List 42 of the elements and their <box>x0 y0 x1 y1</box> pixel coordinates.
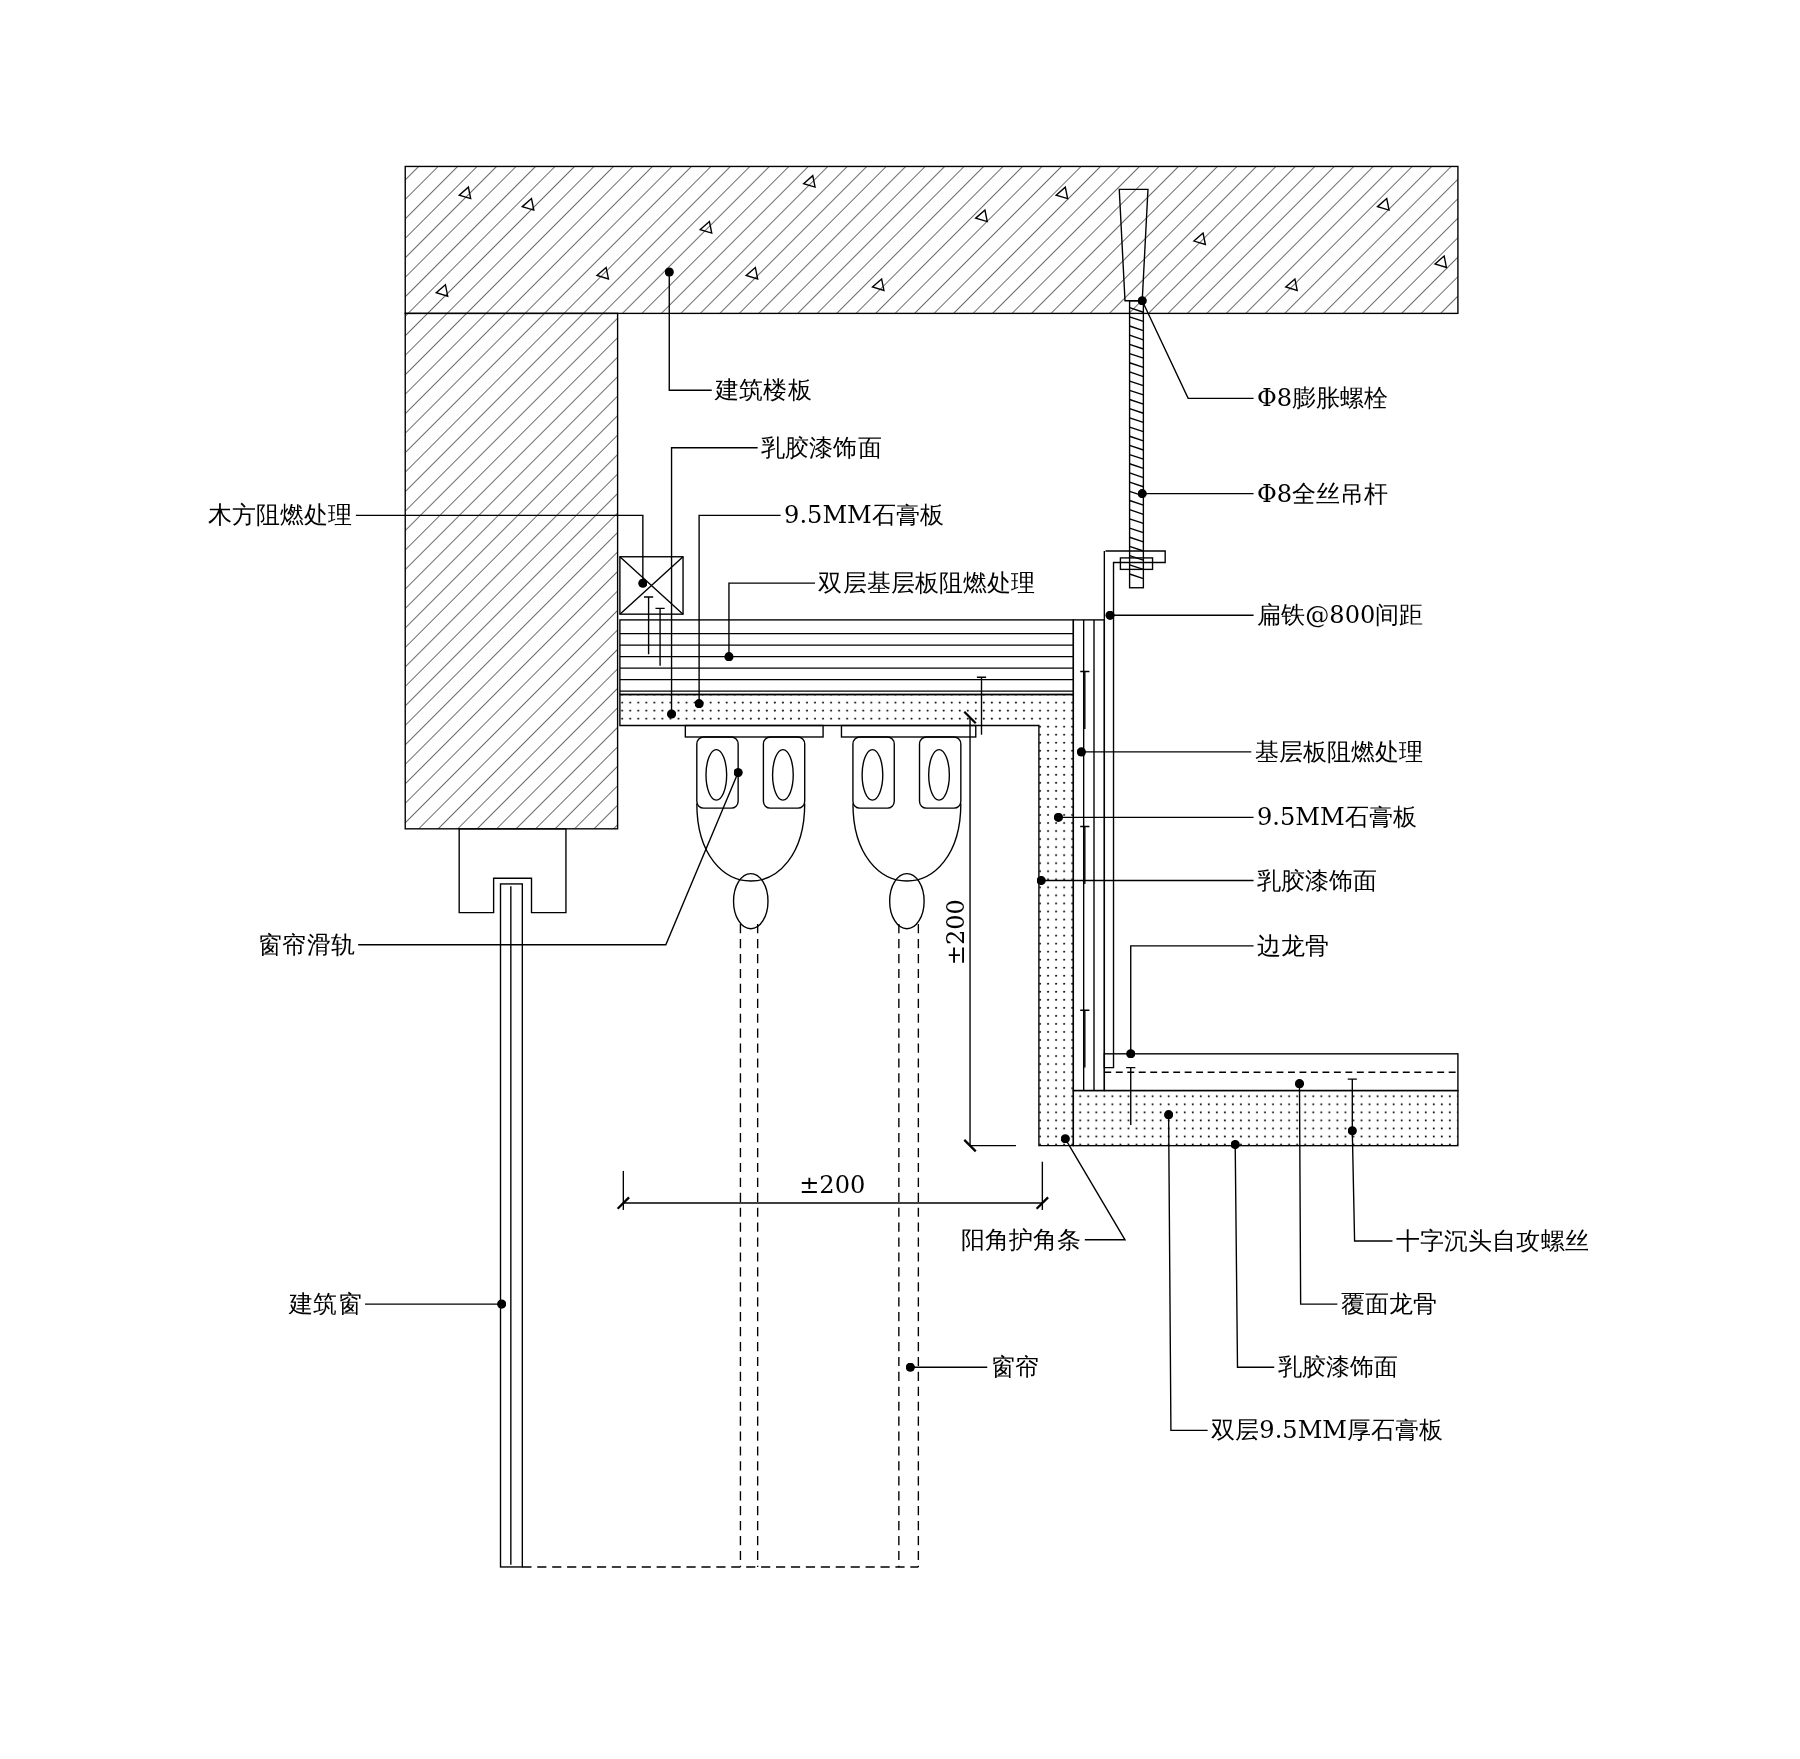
callout-label: 扁铁@800间距 <box>1257 600 1424 631</box>
callout-label: 建筑楼板 <box>715 375 812 406</box>
dimension-text: ±200 <box>941 899 972 966</box>
leader-line <box>1126 945 1255 1059</box>
callout-label: Φ8膨胀螺栓 <box>1257 383 1389 414</box>
callout-label: 乳胶漆饰面 <box>761 432 882 463</box>
callout-label: 建筑窗 <box>289 1289 362 1319</box>
leader-line <box>1137 296 1255 400</box>
leader-line <box>357 768 743 946</box>
leader-line <box>1294 1079 1339 1305</box>
leader-line <box>1060 1134 1127 1241</box>
leader-line <box>694 514 782 709</box>
leader-line <box>1053 812 1255 822</box>
callout-label: 乳胶漆饰面 <box>1257 865 1378 896</box>
callout-label: 窗帘 <box>990 1352 1039 1383</box>
leader-line <box>724 582 816 662</box>
callout-label: 双层9.5MM厚石膏板 <box>1211 1415 1444 1446</box>
leader-line <box>364 1299 507 1309</box>
leader-line <box>355 514 648 588</box>
leader-line <box>1230 1139 1275 1368</box>
dimension-text: ±200 <box>799 1169 866 1200</box>
leader-line <box>1137 489 1255 499</box>
callout-label: 乳胶漆饰面 <box>1277 1352 1399 1383</box>
leader-line <box>1076 747 1252 757</box>
callout-label: 木方阻燃处理 <box>207 500 353 531</box>
callout-label: 基层板阻燃处理 <box>1254 737 1424 767</box>
callout-label: 覆面龙骨 <box>1340 1289 1438 1319</box>
callout-label: 阳角护角条 <box>960 1224 1082 1255</box>
leader-line <box>1347 1126 1394 1242</box>
callout-label: 9.5MM石膏板 <box>784 500 945 531</box>
callout-label: 9.5MM石膏板 <box>1257 802 1418 833</box>
callout-label: Φ8全丝吊杆 <box>1257 478 1389 509</box>
leader-line <box>1164 1110 1209 1432</box>
leader-line <box>666 447 759 719</box>
callout-label: 窗帘滑轨 <box>258 929 355 960</box>
leader-line <box>1036 875 1255 886</box>
leader-line <box>905 1362 988 1372</box>
leader-line <box>1105 610 1255 620</box>
callout-label: 双层基层板阻燃处理 <box>818 568 1036 599</box>
callout-label: 十字沉头自攻螺丝 <box>1395 1226 1589 1256</box>
callout-label: 边龙骨 <box>1257 931 1330 961</box>
leader-line <box>664 267 713 391</box>
